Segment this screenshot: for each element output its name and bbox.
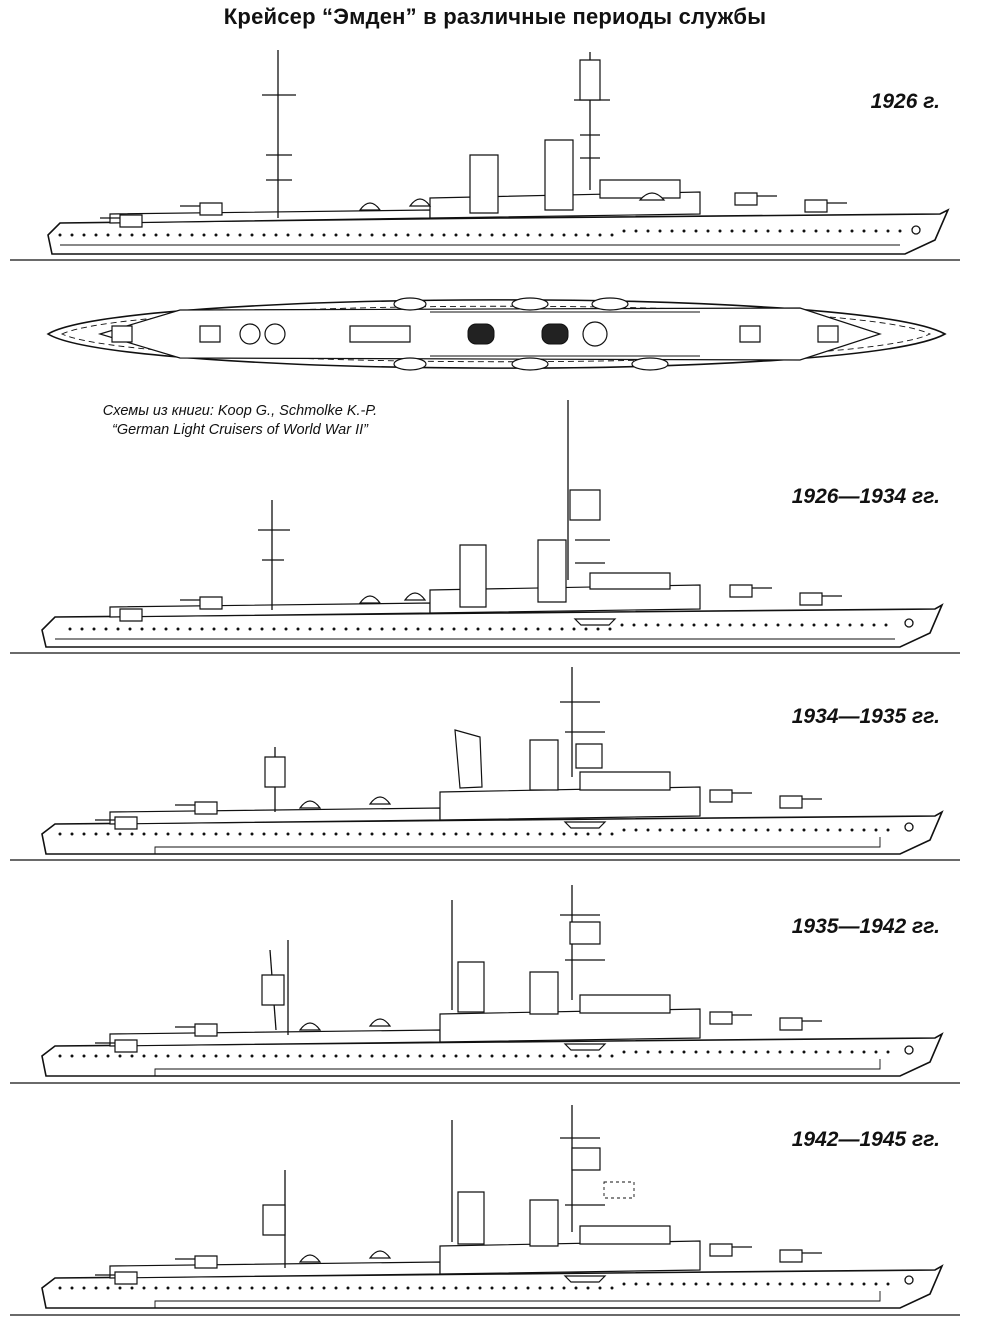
funnel-fore (545, 140, 573, 210)
period-label-1942-1945: 1942—1945 гг. (791, 1128, 940, 1151)
anchor (912, 226, 920, 234)
anchor (905, 1276, 913, 1284)
portholes (58, 828, 890, 836)
ship-side-view-1935-1942 (0, 880, 990, 1090)
superstructure (440, 787, 700, 820)
ship-side-view-1926 (0, 40, 990, 265)
bridge (580, 995, 670, 1013)
plan-funnel-aft (468, 324, 494, 344)
funnel-aft (460, 545, 486, 607)
funnel-fore (538, 540, 566, 602)
boats (360, 593, 615, 625)
funnel-aft (455, 730, 482, 788)
superstructure (440, 1241, 700, 1274)
plan-funnel-fore (542, 324, 568, 344)
period-label-1926-1934: 1926—1934 гг. (791, 485, 940, 508)
boats (300, 1019, 605, 1050)
portholes (58, 1282, 890, 1290)
portholes (58, 229, 902, 237)
gun-turrets (100, 193, 847, 227)
bridge (590, 573, 670, 589)
funnel-aft (458, 962, 484, 1012)
boats (300, 1251, 605, 1282)
gun-turrets (95, 1012, 822, 1052)
bridge (580, 772, 670, 790)
portholes (58, 1050, 890, 1058)
ship-plan-view (0, 282, 990, 387)
boats (360, 193, 664, 210)
bridge (600, 180, 680, 198)
foretop (576, 744, 602, 768)
plan-gun-mounts (240, 322, 607, 346)
plan-boats (394, 298, 668, 370)
period-label-1935-1942: 1935—1942 гг. (791, 915, 940, 938)
plan-turrets (112, 326, 838, 342)
anchor (905, 823, 913, 831)
bridge (580, 1226, 670, 1244)
anchor (905, 619, 913, 627)
diagram-title: Крейсер “Эмден” в различные периоды служ… (223, 4, 767, 29)
source-credit-line-1: Схемы из книги: Koop G., Schmolke K.-P. (102, 403, 378, 419)
superstructure (440, 1009, 700, 1042)
period-label-1926: 1926 г. (870, 90, 940, 113)
foretop (580, 60, 600, 100)
boats (300, 797, 605, 828)
source-credit-line-2: “German Light Cruisers of World War II” (112, 422, 368, 438)
gun-turrets (95, 790, 822, 829)
period-label-1934-1935: 1934—1935 гг. (791, 705, 940, 728)
source-credit: Схемы из книги: Koop G., Schmolke K.-P. … (40, 402, 440, 440)
foretop (570, 490, 600, 520)
anchor (905, 1046, 913, 1054)
funnel-aft (470, 155, 498, 213)
gun-turrets (95, 1244, 822, 1284)
ship-side-view-1934-1935 (0, 662, 990, 867)
ship-side-view-1942-1945 (0, 1100, 990, 1322)
funnel-aft (458, 1192, 484, 1244)
ship-side-view-1926-1934 (0, 395, 990, 660)
gun-turrets (120, 585, 842, 621)
funnel-fore (530, 1200, 558, 1246)
funnel-fore (530, 740, 558, 790)
funnel-fore (530, 972, 558, 1014)
portholes (68, 623, 888, 631)
